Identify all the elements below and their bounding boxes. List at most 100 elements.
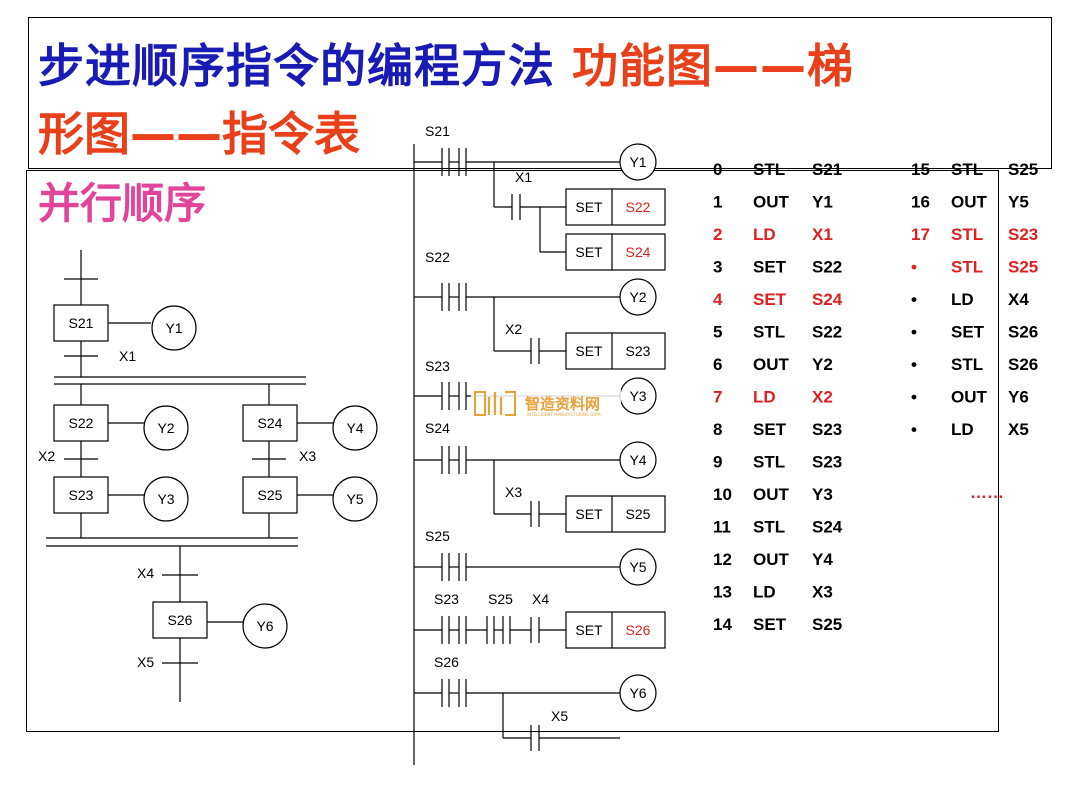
instruction-arg: Y3 (812, 485, 833, 504)
coil-y3: Y3 (629, 388, 646, 404)
instruction-op: STL (951, 225, 983, 244)
instruction-arg: Y4 (812, 550, 833, 569)
sfc-transition-x3: X3 (299, 448, 316, 464)
instruction-arg: Y2 (812, 355, 833, 374)
ladder-label-x5: X5 (551, 708, 568, 724)
instruction-arg: S24 (812, 290, 843, 309)
instruction-op: OUT (753, 355, 790, 374)
instruction-arg: S25 (1008, 258, 1038, 277)
ladder-label-x4: X4 (532, 591, 549, 607)
title-red: 功能图——梯 (572, 39, 855, 93)
instruction-arg: S24 (812, 518, 843, 537)
instruction-arg: Y5 (1008, 193, 1029, 212)
set-target-s22: S22 (626, 199, 651, 215)
instruction-num: • (911, 258, 917, 277)
title-line-2: 形图——指令表 (38, 107, 360, 161)
sfc-step-s24: S24 (258, 415, 283, 431)
instruction-arg: S23 (812, 453, 842, 472)
instruction-op: SET (951, 323, 985, 342)
ladder-label-s23-b: S23 (434, 591, 459, 607)
ladder-label-s22: S22 (425, 249, 450, 265)
sfc-step-s21: S21 (69, 315, 94, 331)
instruction-op: STL (951, 355, 983, 374)
ladder-label-s21: S21 (425, 123, 450, 139)
ladder-label-s23: S23 (425, 358, 450, 374)
instruction-arg: X1 (812, 225, 833, 244)
set-label: SET (575, 244, 603, 260)
instruction-arg: X5 (1008, 420, 1029, 439)
instruction-op: LD (951, 420, 974, 439)
subtitle: 并行顺序 (38, 179, 207, 228)
set-label: SET (575, 506, 603, 522)
instruction-num: 2 (713, 225, 722, 244)
ellipsis: …… (970, 483, 1004, 502)
sfc-diagram (46, 250, 378, 702)
set-label: SET (575, 343, 603, 359)
sfc-step-s25: S25 (258, 487, 283, 503)
instruction-op: STL (753, 453, 785, 472)
sfc-transition-x2: X2 (38, 448, 55, 464)
watermark-text: 智造资料网 (525, 395, 600, 413)
set-target-s23: S23 (626, 343, 651, 359)
instruction-arg: S22 (812, 258, 842, 277)
sfc-transition-x4: X4 (137, 565, 154, 581)
ladder-label-s25: S25 (425, 528, 450, 544)
ladder-label-s25-b: S25 (488, 591, 513, 607)
instruction-op: SET (753, 258, 787, 277)
instruction-arg: X4 (1008, 290, 1029, 309)
instruction-op: LD (951, 290, 974, 309)
sfc-output-y2: Y2 (157, 420, 174, 436)
instruction-num: 3 (713, 258, 722, 277)
instruction-arg: Y6 (1008, 388, 1029, 407)
coil-y4: Y4 (629, 452, 646, 468)
title-box (28, 17, 1052, 169)
instruction-arg: S26 (1008, 323, 1038, 342)
sfc-output-y1: Y1 (165, 320, 182, 336)
ladder-labels: S21 X1 S22 X2 S23 S24 X3 S25 S23 S25 X4 … (425, 123, 651, 724)
instruction-op: STL (753, 518, 785, 537)
watermark-subtext: INTELLIGENT MANUFACTURING DATA (527, 412, 601, 417)
instruction-num: 13 (713, 583, 732, 602)
instruction-op: LD (753, 388, 776, 407)
sfc-step-s23: S23 (69, 487, 94, 503)
instruction-arg: S26 (1008, 355, 1038, 374)
instruction-num: 11 (713, 518, 731, 537)
instruction-num: 15 (911, 160, 930, 179)
instruction-arg: X3 (812, 583, 833, 602)
instruction-num: 6 (713, 355, 722, 374)
sfc-output-y4: Y4 (346, 420, 363, 436)
instruction-num: 1 (713, 193, 722, 212)
instruction-num: • (911, 355, 917, 374)
instruction-num: 9 (713, 453, 722, 472)
instruction-arg: S22 (812, 323, 842, 342)
instruction-num: • (911, 420, 917, 439)
coil-y6: Y6 (629, 685, 646, 701)
instruction-op: SET (753, 420, 787, 439)
instruction-op: LD (753, 225, 776, 244)
instruction-arg: Y1 (812, 193, 833, 212)
instruction-op: LD (753, 583, 776, 602)
title-line-1: 步进顺序指令的编程方法 功能图——梯 (38, 30, 854, 96)
instruction-num: 5 (713, 323, 722, 342)
instruction-num: 16 (911, 193, 930, 212)
instruction-num: 0 (713, 160, 722, 179)
instruction-op: OUT (951, 193, 988, 212)
sfc-output-y5: Y5 (346, 491, 363, 507)
main-box (26, 170, 999, 732)
set-target-s26: S26 (626, 622, 651, 638)
coil-y1: Y1 (629, 154, 646, 170)
instruction-op: STL (753, 160, 785, 179)
sfc-output-y6: Y6 (256, 618, 273, 634)
instruction-num: 17 (911, 225, 930, 244)
instruction-op: STL (753, 323, 785, 342)
sfc-step-s22: S22 (69, 415, 94, 431)
set-label: SET (575, 199, 603, 215)
set-label: SET (575, 622, 603, 638)
ladder-label-s24: S24 (425, 420, 450, 436)
set-target-s24: S24 (626, 244, 651, 260)
sfc-transition-x5: X5 (137, 654, 154, 670)
instruction-op: STL (951, 258, 983, 277)
